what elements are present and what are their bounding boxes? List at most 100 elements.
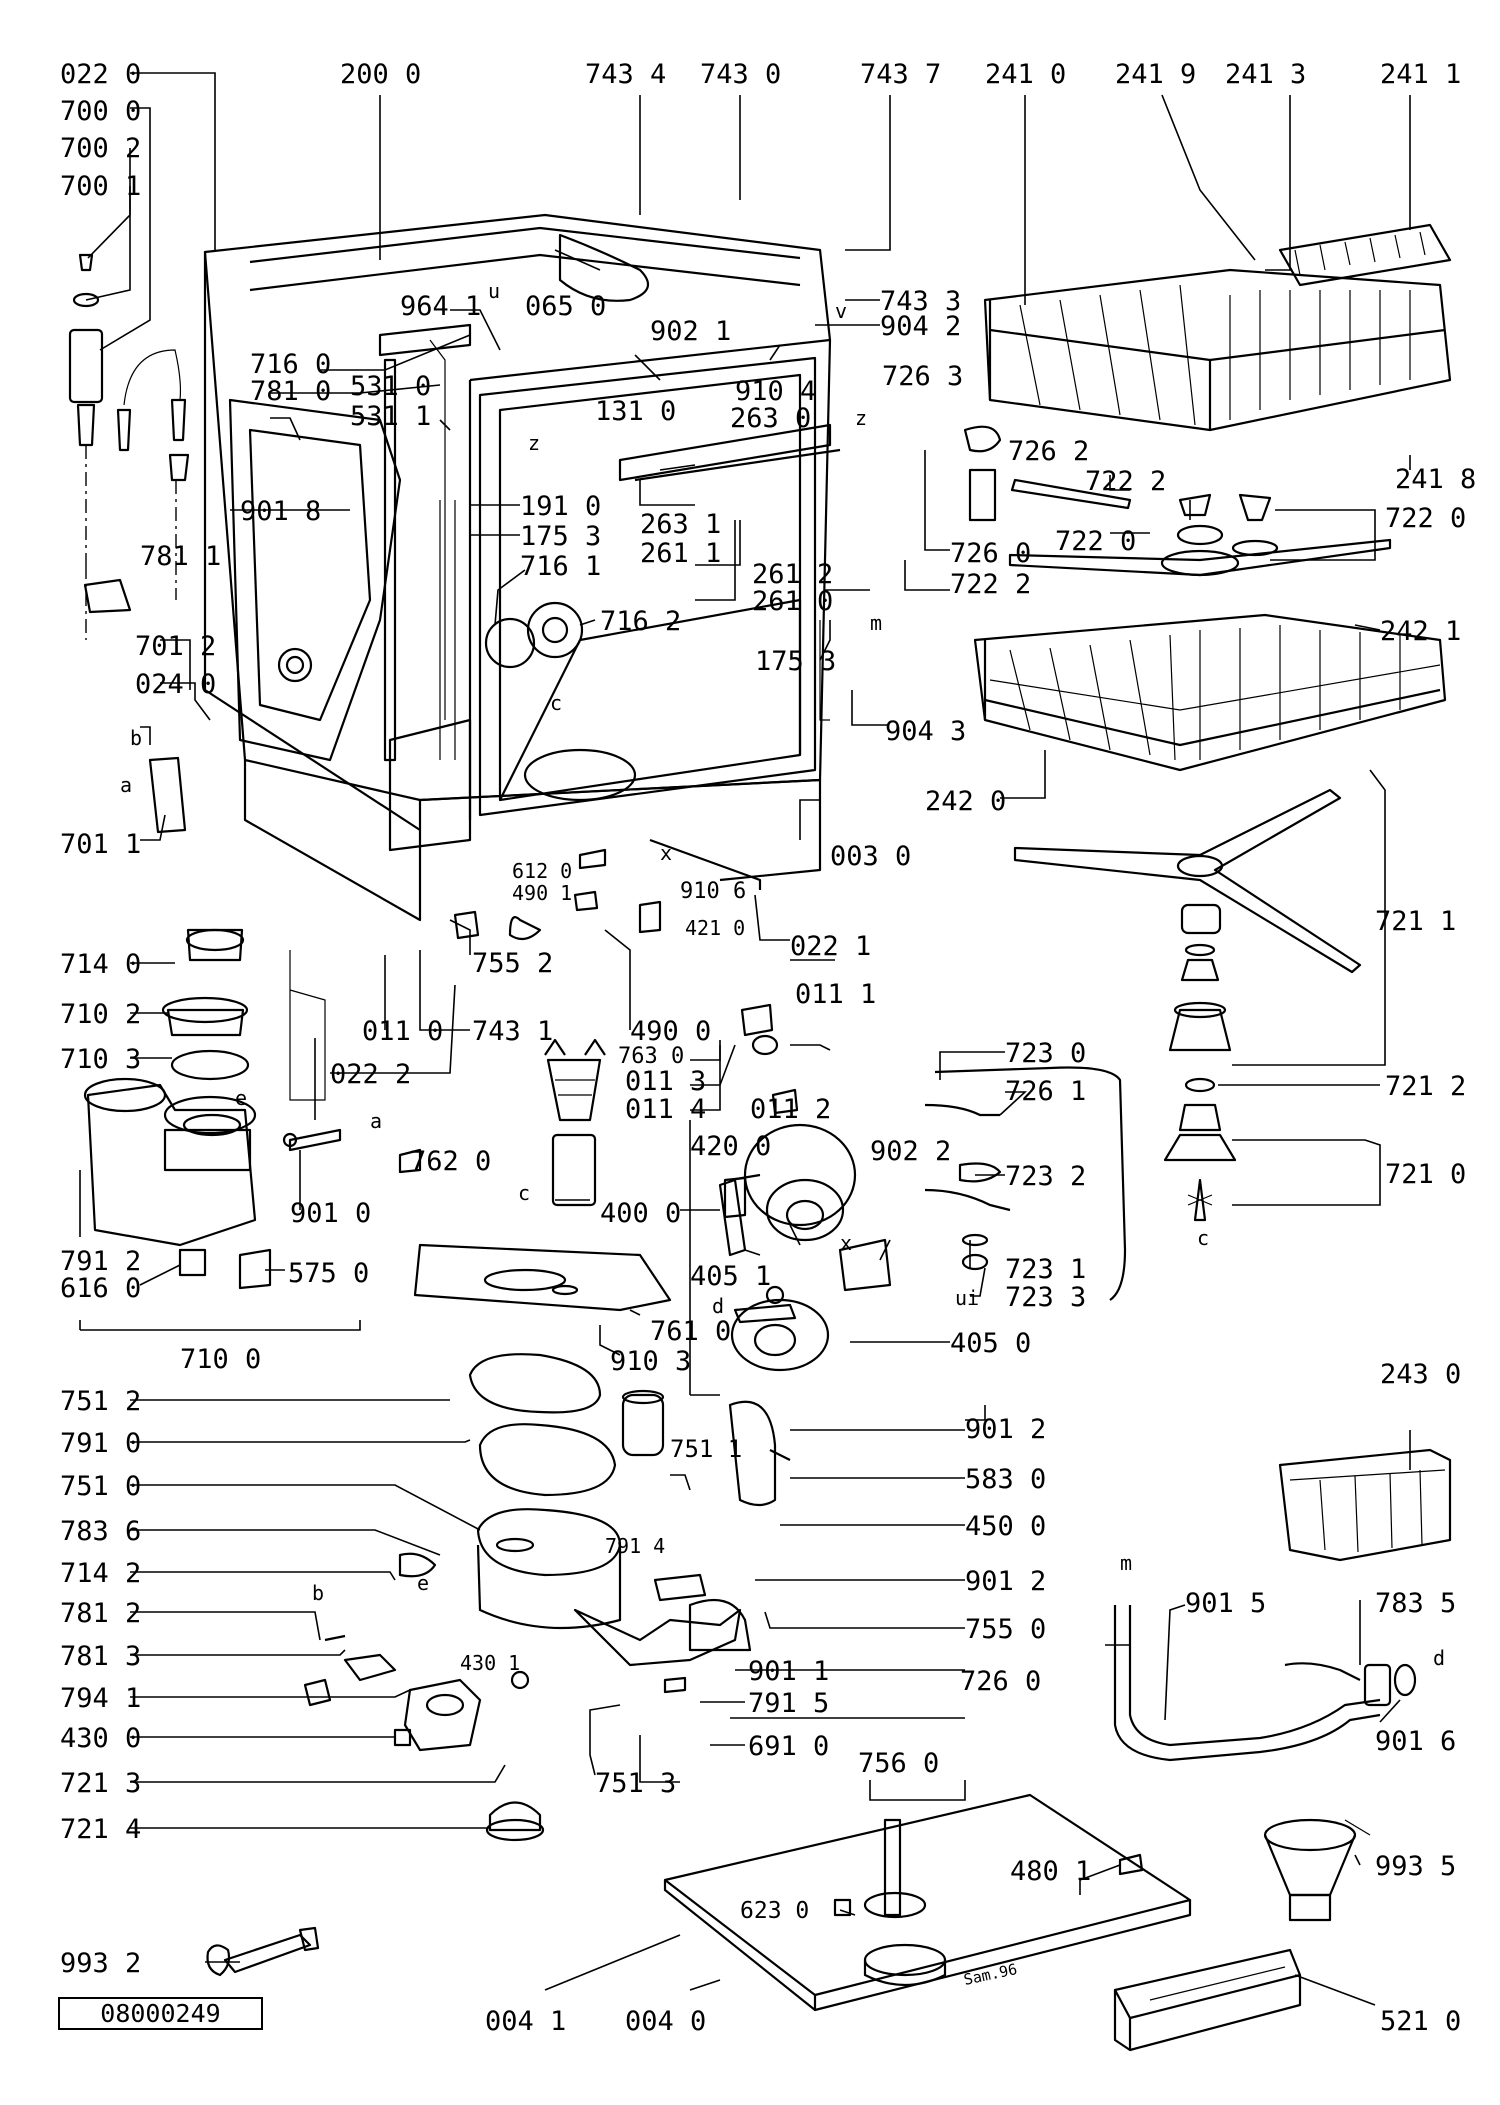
callout-743-7: 743 7 — [860, 59, 941, 90]
callout-723-2: 723 2 — [1005, 1161, 1086, 1192]
callout-721-3: 721 3 — [60, 1768, 141, 1799]
callout-901-2-lower: 901 2 — [965, 1566, 1046, 1597]
callout-751-2: 751 2 — [60, 1386, 141, 1417]
letter-z-right: z — [855, 406, 867, 430]
letter-ui: ui — [955, 1286, 979, 1310]
callout-700-0: 700 0 — [60, 96, 141, 127]
upper-basket-drawing — [983, 223, 1452, 432]
wrench-drawing — [206, 1926, 320, 1977]
callout-421-0: 421 0 — [685, 916, 745, 940]
callout-241-3: 241 3 — [1225, 59, 1306, 90]
callout-726-0-upper: 726 0 — [950, 538, 1031, 569]
callout-743-1: 743 1 — [472, 1016, 553, 1047]
control-panel-drawing — [1113, 1948, 1302, 2052]
callout-405-0: 405 0 — [950, 1328, 1031, 1359]
callout-405-1: 405 1 — [690, 1261, 771, 1292]
callout-263-0: 263 0 — [730, 403, 811, 434]
callout-751-1: 751 1 — [670, 1435, 742, 1463]
callout-710-3: 710 3 — [60, 1044, 141, 1075]
callout-904-2: 904 2 — [880, 311, 961, 342]
callout-910-4: 910 4 — [735, 376, 816, 407]
callout-726-0-lower: 726 0 — [960, 1666, 1041, 1697]
callout-024-0: 024 0 — [135, 669, 216, 700]
callout-450-0: 450 0 — [965, 1511, 1046, 1542]
letter-d-hose: d — [1433, 1646, 1445, 1670]
callout-583-0: 583 0 — [965, 1464, 1046, 1495]
callout-490-1: 490 1 — [512, 881, 572, 905]
callout-700-1: 700 1 — [60, 171, 141, 202]
upper-spray-arm-drawing — [963, 425, 1392, 577]
callout-241-8: 241 8 — [1395, 464, 1476, 495]
callout-716-0: 716 0 — [250, 349, 331, 380]
callout-902-1: 902 1 — [650, 316, 731, 347]
letter-x-top: x — [660, 841, 672, 865]
callout-723-3: 723 3 — [1005, 1282, 1086, 1313]
callout-763-0: 763 0 — [618, 1044, 684, 1069]
callout-726-1: 726 1 — [1005, 1076, 1086, 1107]
callout-755-0: 755 0 — [965, 1614, 1046, 1645]
callout-710-0: 710 0 — [180, 1344, 261, 1375]
leader-lines — [79, 72, 1411, 2006]
callout-781-3: 781 3 — [60, 1641, 141, 1672]
reference-number-box: 08000249 — [58, 1997, 263, 2030]
callout-430-0: 430 0 — [60, 1723, 141, 1754]
callout-531-1: 531 1 — [350, 401, 431, 432]
callout-490-0: 490 0 — [630, 1016, 711, 1047]
small-parts-drawing — [303, 848, 1144, 1876]
callout-575-0: 575 0 — [288, 1258, 369, 1289]
callout-242-0: 242 0 — [925, 786, 1006, 817]
callout-022-1: 022 1 — [790, 931, 871, 962]
letter-b-top: b — [130, 726, 142, 750]
callout-700-2: 700 2 — [60, 133, 141, 164]
callout-261-1: 261 1 — [640, 538, 721, 569]
callout-011-2: 011 2 — [750, 1094, 831, 1125]
cabinet-rails-drawing — [289, 323, 472, 1101]
callout-131-0: 131 0 — [595, 396, 676, 427]
callout-910-6: 910 6 — [680, 879, 746, 904]
callout-022-0: 022 0 — [60, 59, 141, 90]
callout-722-2: 722 2 — [1085, 466, 1166, 497]
callout-722-0-arm: 722 0 — [1055, 526, 1136, 557]
letter-m-lower: m — [1120, 1551, 1132, 1575]
callout-243-0: 243 0 — [1380, 1359, 1461, 1390]
callout-612-0: 612 0 — [512, 859, 572, 883]
callout-743-3: 743 3 — [880, 286, 961, 317]
callout-791-0: 791 0 — [60, 1428, 141, 1459]
callout-480-1: 480 1 — [1010, 1856, 1091, 1887]
callout-761-0: 761 0 — [650, 1316, 731, 1347]
callout-723-1: 723 1 — [1005, 1254, 1086, 1285]
sump-assembly-drawing — [413, 1243, 742, 1667]
callout-261-2: 261 2 — [752, 559, 833, 590]
callout-521-0: 521 0 — [1380, 2006, 1461, 2037]
tub-frame-drawing — [203, 213, 841, 922]
callout-011-1: 011 1 — [795, 979, 876, 1010]
callout-011-4: 011 4 — [625, 1094, 706, 1125]
callout-241-1: 241 1 — [1380, 59, 1461, 90]
callout-011-3: 011 3 — [625, 1066, 706, 1097]
callout-722-0-upper: 722 0 — [1385, 503, 1466, 534]
callout-901-0: 901 0 — [290, 1198, 371, 1229]
callout-964-1: 964 1 — [400, 291, 481, 322]
water-softener-drawing — [83, 928, 342, 1290]
callout-751-3: 751 3 — [595, 1768, 676, 1799]
callout-781-1: 781 1 — [140, 541, 221, 572]
callout-714-0: 714 0 — [60, 949, 141, 980]
callout-756-0: 756 0 — [858, 1748, 939, 1779]
callout-901-5: 901 5 — [1185, 1588, 1266, 1619]
callout-993-5: 993 5 — [1375, 1851, 1456, 1882]
callout-003-0: 003 0 — [830, 841, 911, 872]
callout-993-2: 993 2 — [60, 1948, 141, 1979]
callout-791-4: 791 4 — [605, 1534, 665, 1558]
callout-420-0: 420 0 — [690, 1131, 771, 1162]
inlet-valve-drawing — [68, 253, 190, 834]
letter-markers: u v z z m c c c b a e a d x x ui m d b e — [120, 279, 1445, 1670]
callout-726-2: 726 2 — [1008, 436, 1089, 467]
callout-901-6: 901 6 — [1375, 1726, 1456, 1757]
callout-783-6: 783 6 — [60, 1516, 141, 1547]
base-plate-drawing — [663, 1793, 1192, 2012]
callout-904-3: 904 3 — [885, 716, 966, 747]
callout-791-5: 791 5 — [748, 1688, 829, 1719]
callout-722-2-lower: 722 2 — [950, 569, 1031, 600]
letter-x-pump: x — [840, 1231, 852, 1255]
